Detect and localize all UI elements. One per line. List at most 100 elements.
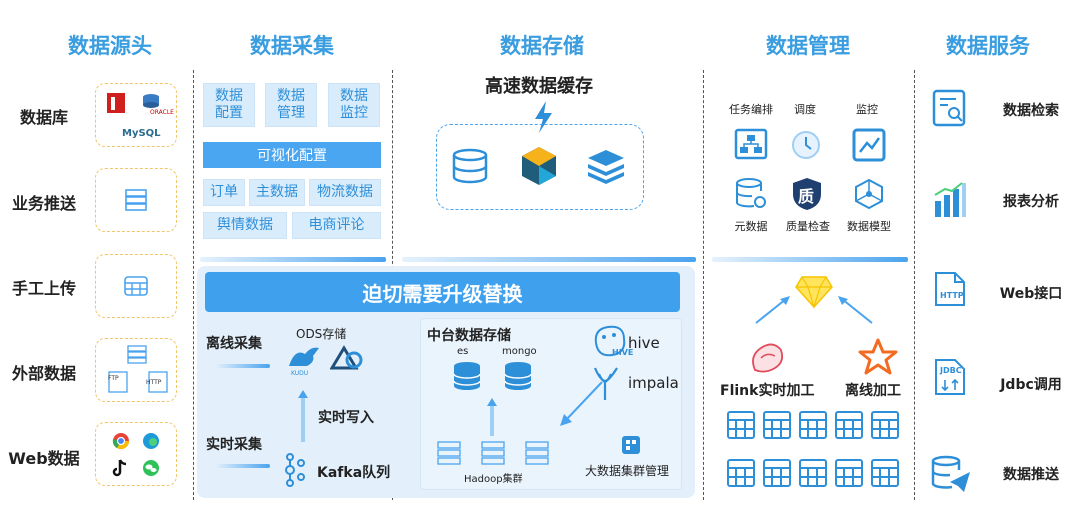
offline-process-label: 离线加工 (845, 383, 901, 399)
tile-logistics: 物流数据 (309, 179, 381, 206)
flow-line-management (712, 257, 908, 262)
ods-engine-icon (330, 345, 363, 370)
write-up-arrow (298, 390, 308, 442)
quality-check-icon (793, 178, 821, 210)
offline-arrow (214, 364, 270, 368)
external-sources-icon (108, 345, 168, 393)
realtime-arrow (214, 464, 270, 468)
source-box-web (95, 422, 177, 486)
hadoop-servers-icon (437, 441, 549, 465)
cluster-mgmt-icon (622, 436, 640, 454)
metadata-icon (736, 178, 766, 208)
ftp-label: FTP (108, 375, 119, 382)
service-search: 数据检索 (1003, 103, 1059, 119)
mgmt-label-schedule: 调度 (794, 103, 816, 116)
mgmt-label-metadata: 元数据 (734, 220, 768, 233)
hive-label: hive (628, 334, 660, 352)
column-title-storage: 数据存储 (500, 34, 584, 58)
stack-icon (588, 150, 624, 184)
http-doc-icon (935, 272, 965, 306)
source-label-business: 业务推送 (11, 194, 76, 213)
flink-label: Flink实时加工 (720, 383, 815, 399)
schedule-icon (792, 131, 820, 159)
hadoop-up-arrow (487, 398, 497, 436)
monitor-icon (852, 128, 886, 162)
cache-box (436, 124, 644, 210)
column-title-sources: 数据源头 (68, 34, 152, 58)
offline-process-icon (858, 338, 898, 375)
hadoop-label: Hadoop集群 (464, 474, 523, 485)
realtime-write-label: 实时写入 (318, 410, 374, 426)
source-box-database: ORACLE MySQL (95, 83, 177, 147)
realtime-collect-label: 实时采集 (206, 437, 262, 453)
es-database-icon (453, 362, 481, 390)
mgmt-label-monitor: 监控 (856, 103, 878, 116)
cache-engine-icon (522, 147, 556, 185)
divider-4 (914, 70, 915, 500)
divider-3 (703, 70, 704, 500)
hive-icon (594, 325, 626, 357)
task-orchestration-icon (734, 128, 768, 160)
es-label: es (457, 346, 469, 357)
impala-label: impala (628, 374, 679, 392)
search-doc-icon (932, 89, 966, 127)
impala-icon (593, 367, 618, 400)
hive-small-label: HIVE (612, 348, 634, 357)
source-label-external: 外部数据 (11, 364, 76, 383)
jdbc-icon-text: JDBC (940, 366, 962, 375)
output-tables-icon (727, 411, 899, 487)
source-label-upload: 手工上传 (11, 279, 76, 298)
kafka-label: Kafka队列 (317, 465, 391, 481)
divider-1 (193, 70, 194, 500)
source-box-business (95, 168, 177, 232)
cache-title: 高速数据缓存 (485, 76, 593, 97)
tile-ecommerce-review: 电商评论 (292, 212, 381, 239)
arrow-to-diamond-left (755, 296, 790, 324)
tile-master-data: 主数据 (249, 179, 305, 206)
http-label: HTTP (146, 379, 162, 386)
mgmt-label-model: 数据模型 (847, 220, 891, 233)
column-title-services: 数据服务 (946, 34, 1030, 58)
ods-label: ODS存储 (296, 327, 347, 341)
mysql-label: MySQL (122, 128, 161, 139)
database-logos-icon (107, 93, 159, 113)
report-chart-icon (934, 182, 966, 217)
tile-data-monitor: 数据监控 (328, 83, 380, 127)
offline-collect-label: 离线采集 (206, 336, 262, 352)
kafka-icon (285, 453, 305, 487)
diagonal-arrow (560, 381, 603, 426)
column-title-management: 数据管理 (766, 34, 850, 58)
web-logos-icon (112, 433, 159, 477)
column-title-collection: 数据采集 (250, 34, 334, 58)
tile-order: 订单 (203, 179, 245, 206)
source-box-external: FTP HTTP (95, 338, 177, 402)
lightning-icon (535, 101, 552, 133)
mid-storage-box (420, 318, 682, 490)
source-label-web: Web数据 (8, 449, 80, 468)
source-box-upload (95, 254, 177, 318)
quality-char: 质 (798, 187, 815, 206)
jdbc-doc-icon (935, 359, 965, 395)
mgmt-label-quality: 质量检查 (786, 220, 830, 233)
tile-sentiment: 舆情数据 (203, 212, 287, 239)
tile-data-manage: 数据管理 (265, 83, 317, 127)
tile-data-config: 数据配置 (203, 83, 255, 127)
table-icon (124, 276, 148, 296)
kudu-label: KUDU (291, 370, 309, 377)
service-report: 报表分析 (1003, 194, 1059, 210)
database-icon (452, 148, 488, 184)
service-push: 数据推送 (1003, 467, 1059, 483)
upgrade-banner: 迫切需要升级替换 (205, 272, 680, 312)
data-push-icon (931, 455, 970, 492)
visual-config-bar: 可视化配置 (203, 142, 381, 168)
oracle-label: ORACLE (150, 109, 174, 116)
service-web-api: Web接口 (999, 286, 1063, 302)
source-label-database: 数据库 (19, 108, 68, 127)
arrow-to-diamond-right (838, 296, 873, 324)
flow-line-collection (200, 257, 386, 262)
cluster-mgmt-label: 大数据集群管理 (585, 464, 670, 478)
flink-icon (752, 343, 784, 373)
flow-line-storage (402, 257, 696, 262)
mgmt-label-task: 任务编排 (729, 103, 773, 116)
service-jdbc: Jdbc调用 (1000, 377, 1062, 393)
